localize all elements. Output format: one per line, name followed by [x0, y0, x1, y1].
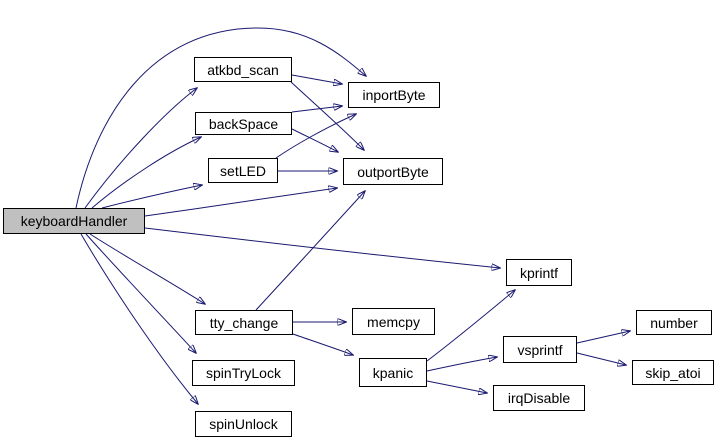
edge-kpanic-vsprintf	[426, 357, 497, 372]
edge-vsprintf-number	[576, 331, 630, 344]
edge-setLED-inportByte	[275, 114, 356, 159]
node-outportByte[interactable]: outportByte	[343, 158, 443, 185]
edge-tty_change-outportByte	[255, 191, 365, 311]
node-number[interactable]: number	[636, 310, 712, 335]
edge-vsprintf-skip_atoi	[576, 352, 626, 365]
edge-keyboardHandler-spinUnlock	[80, 233, 198, 404]
edge-backSpace-inportByte	[291, 106, 342, 113]
node-spinUnlock[interactable]: spinUnlock	[195, 411, 292, 437]
edge-backSpace-outportByte	[291, 128, 338, 152]
edge-keyboardHandler-tty_change	[89, 233, 205, 304]
edge-keyboardHandler-spinTryLock	[85, 233, 196, 353]
edge-keyboardHandler-kprintf	[144, 227, 500, 268]
node-kprintf[interactable]: kprintf	[506, 259, 572, 286]
edge-keyboardHandler-inportByte	[75, 27, 366, 209]
node-irqDisable[interactable]: irqDisable	[493, 385, 585, 411]
node-kpanic[interactable]: kpanic	[359, 358, 427, 387]
edge-keyboardHandler-atkbd_scan	[84, 88, 197, 209]
edge-atkbd_scan-outportByte	[290, 81, 364, 150]
node-vsprintf[interactable]: vsprintf	[503, 336, 577, 363]
node-memcpy[interactable]: memcpy	[352, 308, 435, 335]
node-spinTryLock[interactable]: spinTryLock	[192, 360, 295, 386]
node-tty_change[interactable]: tty_change	[195, 310, 293, 335]
node-keyboardHandler: keyboardHandler	[3, 208, 145, 234]
node-backSpace[interactable]: backSpace	[195, 112, 292, 135]
edge-tty_change-kpanic	[292, 333, 353, 355]
edge-keyboardHandler-backSpace	[91, 137, 201, 209]
edge-atkbd_scan-inportByte	[291, 74, 342, 84]
node-inportByte[interactable]: inportByte	[348, 82, 440, 108]
node-skip_atoi[interactable]: skip_atoi	[632, 360, 714, 385]
edge-kpanic-kprintf	[426, 290, 515, 362]
node-setLED[interactable]: setLED	[208, 158, 278, 183]
node-atkbd_scan[interactable]: atkbd_scan	[194, 57, 292, 82]
edge-keyboardHandler-setLED	[101, 185, 202, 209]
edge-keyboardHandler-outportByte	[144, 188, 337, 217]
edge-kpanic-irqDisable	[426, 380, 487, 393]
